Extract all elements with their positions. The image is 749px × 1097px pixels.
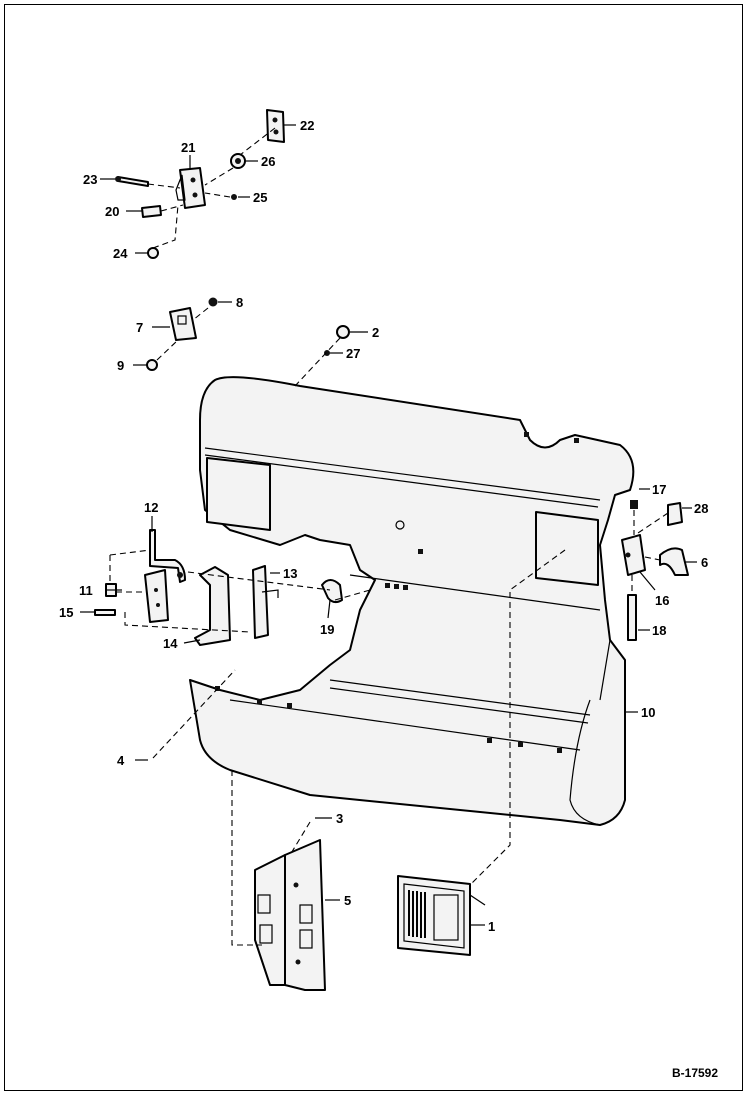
- callout-11: 11: [79, 583, 93, 598]
- rear-panel-part-10: [189, 376, 635, 826]
- callout-14: 14: [163, 636, 178, 651]
- plate-part-22: [266, 109, 285, 143]
- callout-4: 4: [117, 753, 125, 768]
- pin-part-18: [627, 594, 637, 641]
- callout-8: 8: [236, 295, 243, 310]
- callout-22: 22: [300, 118, 314, 133]
- hinge-part-21: [175, 167, 206, 209]
- callout-24: 24: [113, 246, 128, 261]
- callout-18: 18: [652, 623, 666, 638]
- decal-part-1: [397, 875, 471, 956]
- latch-base-part-11: [144, 569, 169, 623]
- nut-part-8: [208, 297, 218, 307]
- bracket-part-14: [194, 566, 231, 646]
- callout-labels: 1 2 3 4 5 6 7 8 9 10 11 12 13 14 15 16 1…: [59, 118, 708, 934]
- callout-5: 5: [344, 893, 351, 908]
- callout-23: 23: [83, 172, 97, 187]
- callout-21: 21: [181, 140, 195, 155]
- hook-part-19: [321, 579, 343, 604]
- pin-part-20: [141, 205, 162, 218]
- assembly-lines: [109, 127, 669, 946]
- callout-17: 17: [652, 482, 666, 497]
- callout-3: 3: [336, 811, 343, 826]
- latch-part-6: [659, 547, 689, 576]
- callout-25: 25: [253, 190, 267, 205]
- hinge-part-16: [621, 534, 646, 576]
- callout-2: 2: [372, 325, 379, 340]
- callout-7: 7: [136, 320, 143, 335]
- nut-part-25: [231, 194, 237, 200]
- rod-part-12: [149, 529, 186, 583]
- callout-19: 19: [320, 622, 334, 637]
- leader-lines: [80, 124, 697, 926]
- callout-16: 16: [655, 593, 669, 608]
- figure-id: B-17592: [672, 1066, 718, 1080]
- callout-20: 20: [105, 204, 119, 219]
- callout-9: 9: [117, 358, 124, 373]
- callout-6: 6: [701, 555, 708, 570]
- clip-part-24: [147, 247, 159, 259]
- bracket-part-13: [252, 565, 279, 639]
- callout-28: 28: [694, 501, 708, 516]
- callout-27: 27: [346, 346, 360, 361]
- callout-12: 12: [144, 500, 158, 515]
- nut-part-2: [336, 325, 350, 339]
- nut-part-27: [324, 350, 330, 356]
- callout-15: 15: [59, 605, 73, 620]
- washer-part-26: [230, 153, 246, 169]
- callout-13: 13: [283, 566, 297, 581]
- clip-part-9: [146, 359, 158, 371]
- bracket-part-5: [254, 839, 326, 991]
- bracket-part-28: [667, 502, 683, 526]
- bolt-part-15: [94, 609, 116, 616]
- callout-1: 1: [488, 919, 495, 934]
- callout-26: 26: [261, 154, 275, 169]
- callout-10: 10: [641, 705, 655, 720]
- pin-part-23: [115, 176, 149, 187]
- nut-part-17: [630, 500, 638, 509]
- latch-part-7: [169, 307, 197, 341]
